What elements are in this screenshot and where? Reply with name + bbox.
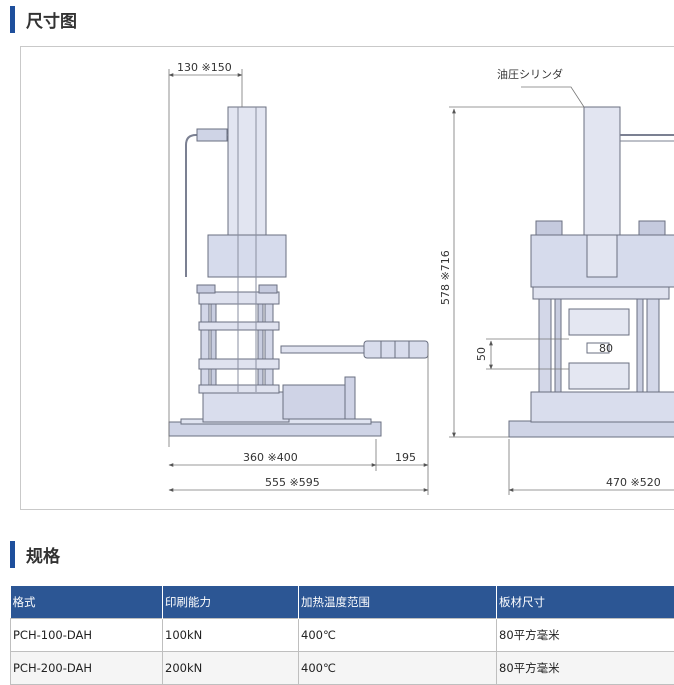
specs-title: 规格 xyxy=(26,547,60,567)
front-upper-die xyxy=(568,308,630,336)
section-accent-bar xyxy=(10,6,15,33)
front-cylinder xyxy=(583,106,621,236)
front-view xyxy=(508,106,674,438)
table-header-row: 格式 印刷能力 加热温度范围 板材尺寸 xyxy=(10,586,674,619)
side-lower-block xyxy=(202,391,290,423)
drawing-canvas: 130 ※150 油圧シリンダ 578 ※716 50 80 360 ※400 … xyxy=(168,61,674,495)
dim-die-height: 50 xyxy=(475,347,488,361)
header-capacity: 印刷能力 xyxy=(162,586,299,619)
specs-section-header: 规格 xyxy=(10,541,60,568)
spec-table: 格式 印刷能力 加热温度范围 板材尺寸 PCH-100-DAH 100kN 40… xyxy=(10,586,674,685)
cell-temp: 400℃ xyxy=(298,618,497,652)
side-handle-grip xyxy=(363,340,429,359)
cell-size: 80平方毫米 xyxy=(496,651,674,685)
front-lower-die xyxy=(568,362,630,390)
side-upper-head xyxy=(207,234,287,278)
header-temp-range: 加热温度范围 xyxy=(298,586,497,619)
side-cylinder xyxy=(227,106,267,236)
table-row: PCH-200-DAH 200kN 400℃ 80平方毫米 xyxy=(10,651,674,685)
cell-size: 80平方毫米 xyxy=(496,618,674,652)
side-heater-box xyxy=(282,384,354,420)
dim-height: 578 ※716 xyxy=(439,250,452,305)
dim-cylinder-label: 油圧シリンダ xyxy=(497,67,563,81)
cell-capacity: 100kN xyxy=(162,618,299,652)
cell-model: PCH-100-DAH xyxy=(10,618,163,652)
table-row: PCH-100-DAH 100kN 400℃ 80平方毫米 xyxy=(10,618,674,652)
dim-die-width: 80 xyxy=(599,342,613,355)
header-model: 格式 xyxy=(10,586,163,619)
cell-model: PCH-200-DAH xyxy=(10,651,163,685)
dimension-drawing: 130 ※150 油圧シリンダ 578 ※716 50 80 360 ※400 … xyxy=(20,46,674,510)
section-accent-bar xyxy=(10,541,15,568)
side-view xyxy=(168,106,429,437)
dim-top-width: 130 ※150 xyxy=(177,61,232,74)
header-plate-size: 板材尺寸 xyxy=(496,586,674,619)
cell-capacity: 200kN xyxy=(162,651,299,685)
cell-temp: 400℃ xyxy=(298,651,497,685)
dim-total-width: 470 ※520 xyxy=(606,476,661,489)
dim-handle-reach: 195 xyxy=(395,451,416,464)
dim-total-depth: 555 ※595 xyxy=(265,476,320,489)
front-base-plate xyxy=(508,420,674,438)
dim-base-depth: 360 ※400 xyxy=(243,451,298,464)
dimensions-title: 尺寸图 xyxy=(26,12,77,32)
dimensions-section-header: 尺寸图 xyxy=(10,6,77,33)
